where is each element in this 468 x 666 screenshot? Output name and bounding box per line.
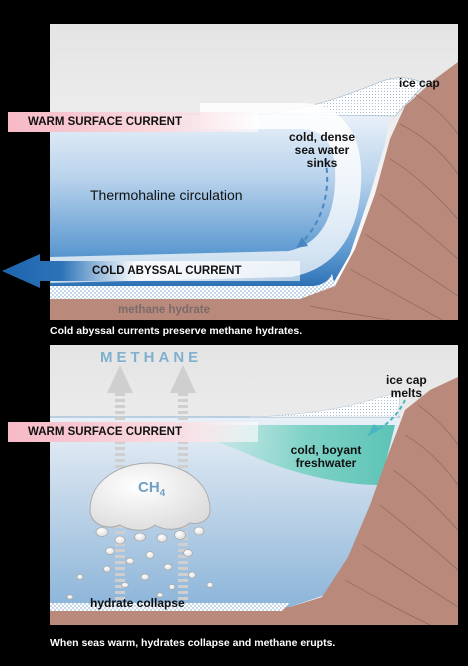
sinks-line-2: sea water [294,143,350,157]
sinking-arrowhead [296,237,308,248]
ice-cap-melts-label: ice cap melts [386,374,427,400]
top-caption: Cold abyssal currents preserve methane h… [50,325,303,337]
sinking-dashed-line [299,158,329,245]
ice-cap-melts-line-1: ice cap [386,373,427,387]
meltwater-arrowhead [367,424,380,437]
ice-cap-label: ice cap [399,76,440,90]
freshwater-label: cold, boyant freshwater [286,444,366,470]
ch4-subscript: 4 [159,488,166,499]
freshwater-line-2: freshwater [295,456,357,470]
warm-current-banner-top: WARM SURFACE CURRENT [8,112,258,132]
methane-hydrate-layer [50,274,335,299]
bottom-panel: METHANE ice cap melts cold, boyant fresh… [50,345,458,625]
sinks-line-3: sinks [306,156,338,170]
small-bubbles [66,526,214,600]
warm-current-banner-bottom: WARM SURFACE CURRENT [8,422,258,442]
freshwater-line-1: cold, boyant [290,443,362,457]
ice-remnant [249,392,401,418]
bottom-caption: When seas warm, hydrates collapse and me… [50,637,336,649]
thermohaline-label: Thermohaline circulation [90,187,243,203]
sinks-label: cold, dense sea water sinks [283,131,361,170]
ice-cap-melts-line-2: melts [390,386,423,400]
methane-bubble [89,462,211,531]
bottom-panel-illustration [50,345,458,625]
land [50,377,458,625]
land [50,62,458,320]
ch4-label: CH4 [138,479,166,500]
methane-hydrate-label: methane hydrate [118,304,211,316]
land-strata [309,93,458,320]
cold-current-label: COLD ABYSSAL CURRENT [92,265,242,277]
cold-current-arrow [2,254,300,288]
hydrate-remnant [50,603,290,611]
ch4-text: CH [138,479,160,496]
methane-arrowhead-left [107,365,133,393]
land-strata [344,404,458,625]
methane-label: METHANE [100,349,203,366]
sinks-line-1: cold, dense [288,130,356,144]
methane-arrowhead-right [170,365,196,393]
circulation-loop [50,103,362,283]
hydrate-collapse-label: hydrate collapse [90,596,185,610]
